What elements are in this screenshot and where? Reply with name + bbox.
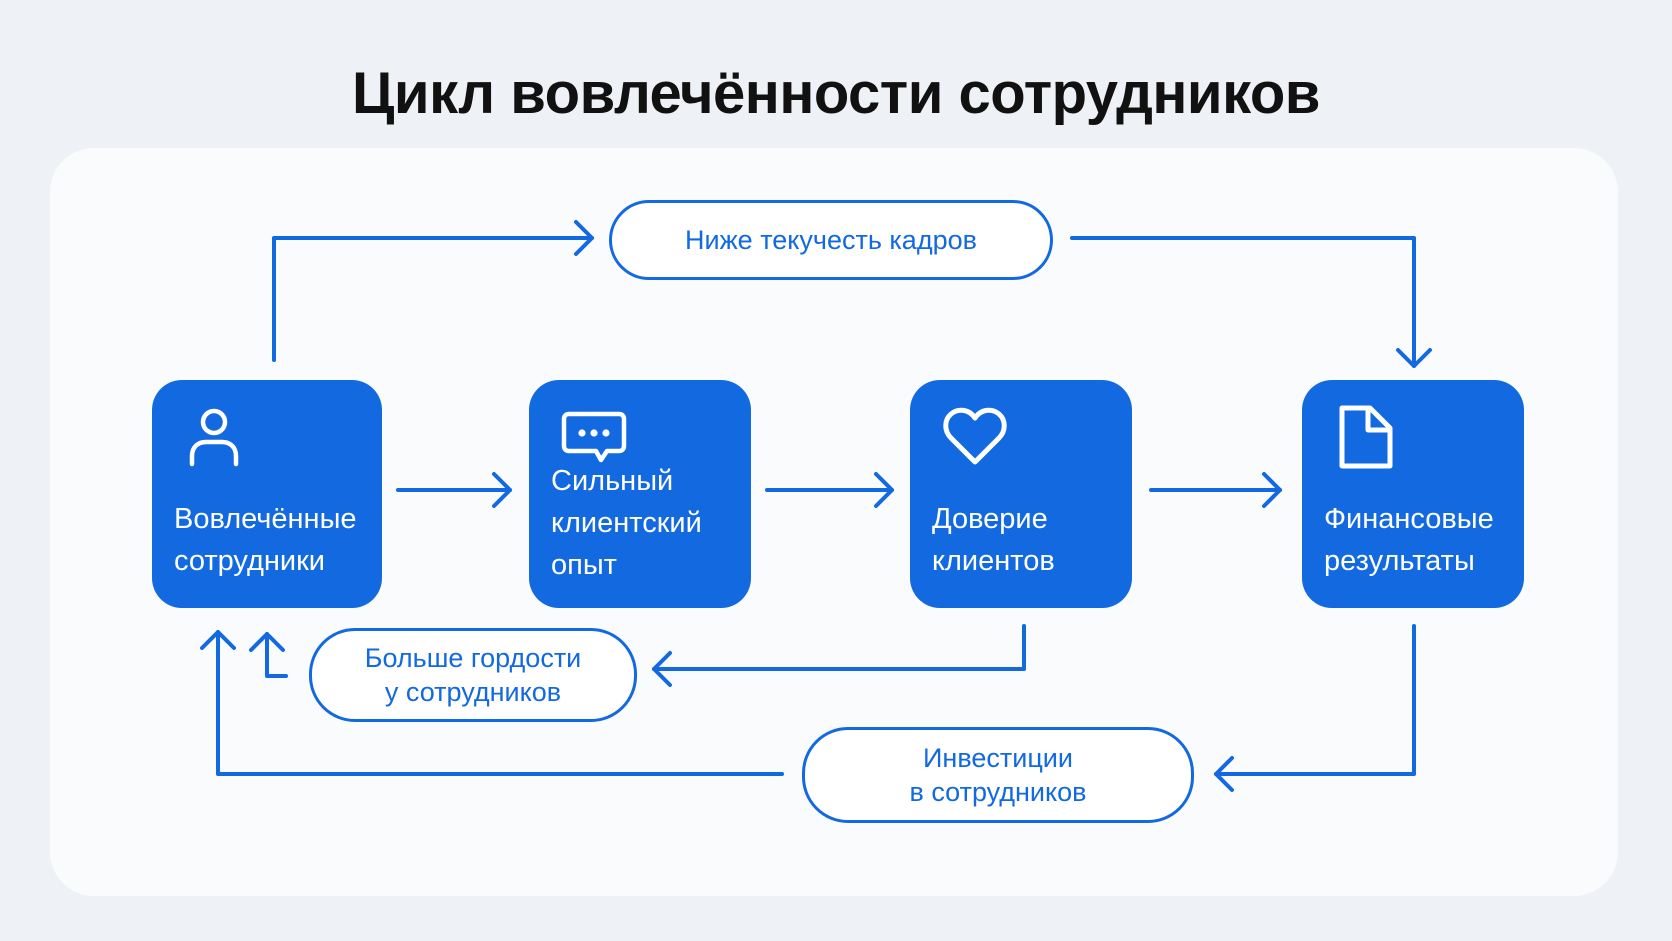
arrowhead-investment-up [200, 630, 236, 650]
node-customer-experience: Сильный клиентский опыт [529, 380, 751, 608]
pill-more-pride: Больше гордости у сотрудников [309, 628, 637, 722]
arrowhead-1-2 [492, 472, 512, 508]
connector-top-right [1070, 236, 1416, 368]
arrowhead-to-finance [1396, 348, 1432, 368]
document-icon [1339, 405, 1393, 469]
connector-trust-to-pride [652, 624, 1026, 671]
arrowhead-to-pride [652, 651, 672, 687]
node-engaged-employees: Вовлечённые сотрудники [152, 380, 382, 608]
page-title: Цикл вовлечённости сотрудников [352, 61, 1320, 126]
node-label: Сильный клиентский опыт [551, 465, 702, 581]
node-customer-trust: Доверие клиентов [910, 380, 1132, 608]
heart-icon [943, 407, 1007, 465]
connector-investment-to-engaged [216, 630, 784, 776]
node-label: Вовлечённые сотрудники [174, 503, 357, 577]
arrowhead-2-3 [874, 472, 894, 508]
node-financial-results: Финансовые результаты [1302, 380, 1524, 608]
arrowhead-3-4 [1262, 472, 1282, 508]
connector-top-left [272, 236, 594, 362]
node-label: Доверие клиентов [932, 503, 1055, 577]
arrowhead-pride-up [249, 632, 285, 652]
arrowhead-to-turnover-pill [574, 220, 594, 256]
user-icon [189, 408, 239, 467]
arrowhead-to-investment [1214, 756, 1234, 792]
chat-bubble-icon [561, 411, 627, 463]
node-label: Финансовые результаты [1324, 503, 1494, 577]
pill-lower-turnover: Ниже текучесть кадров [609, 200, 1053, 280]
connector-finance-to-investment [1214, 624, 1416, 776]
connector-pride-to-engaged [265, 632, 288, 678]
pill-investment: Инвестиции в сотрудников [802, 727, 1194, 823]
